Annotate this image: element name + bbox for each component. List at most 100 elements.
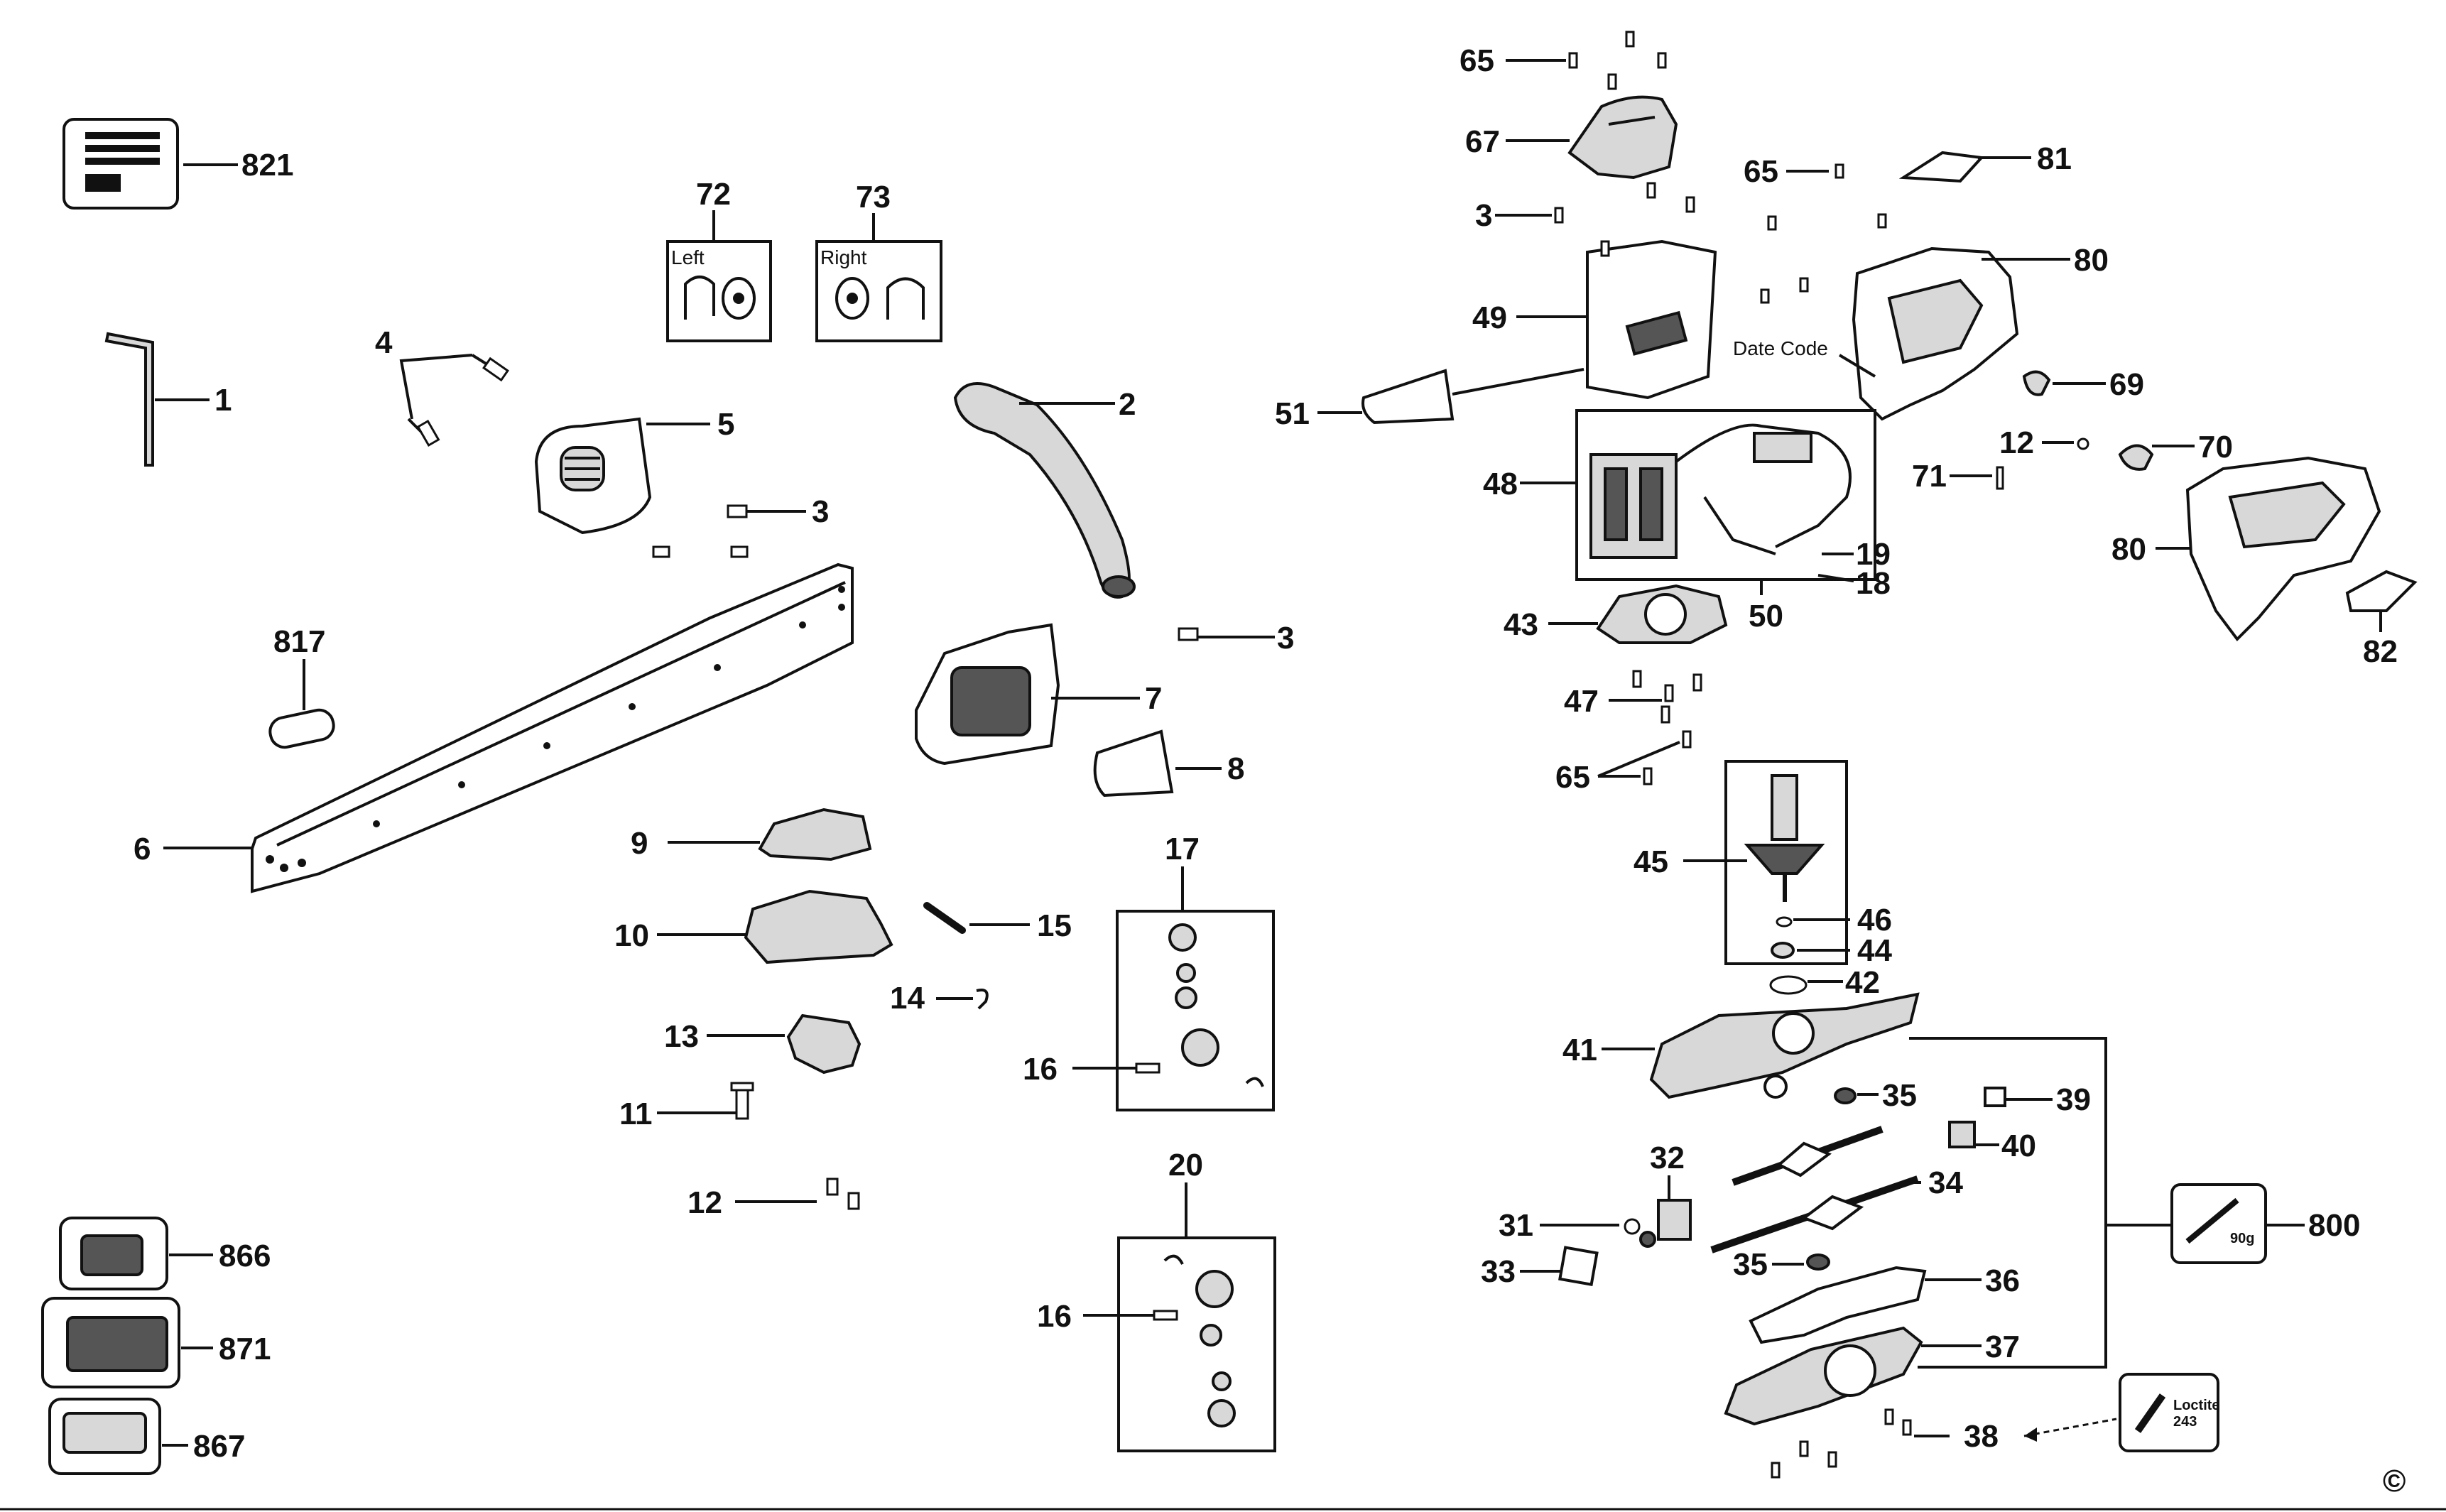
label-48: 48 (1483, 467, 1518, 501)
part-866-battery: 866 (59, 1217, 271, 1290)
part-72-bracket-left: 72 Left (666, 177, 772, 342)
label-18: 18 (1856, 566, 1891, 601)
part-12-screw-b: 12 (1999, 425, 2089, 460)
label-65-b: 65 (1744, 154, 1778, 189)
part-31-washers: 31 (1499, 1208, 1656, 1248)
label-871: 871 (219, 1332, 271, 1366)
part-7-battery-cover: 7 (915, 623, 1162, 766)
label-31: 31 (1499, 1208, 1533, 1243)
part-39-pad: 39 (1984, 1082, 2091, 1117)
label-42: 42 (1845, 965, 1880, 1000)
part-71-spring: 71 (1912, 459, 2004, 494)
label-67: 67 (1465, 124, 1500, 159)
part-35-bushing-a: 35 (1834, 1078, 1917, 1113)
part-80-housing-half-a: 80 Date Code (1733, 243, 2109, 421)
part-13-block: 13 (664, 1013, 861, 1075)
bracket-right-text: Right (820, 246, 867, 268)
part-3-screw-c: 3 (1475, 182, 1695, 233)
label-800: 800 (2308, 1208, 2360, 1243)
part-73-bracket-right: 73 Right (815, 180, 942, 342)
copyright-symbol: © (2383, 1464, 2406, 1499)
label-35-b: 35 (1733, 1247, 1768, 1282)
part-51-label: 51 (1275, 368, 1585, 431)
label-81: 81 (2037, 141, 2072, 176)
part-14-clip: 14 (890, 981, 989, 1016)
part-5-gear-cover: 5 (534, 407, 749, 558)
bracket-left-text: Left (671, 246, 705, 268)
label-36: 36 (1985, 1263, 2020, 1298)
label-13: 13 (664, 1019, 699, 1054)
part-867-battery: 867 (48, 1398, 245, 1475)
part-1-hex-key: 1 (104, 332, 232, 467)
part-817-label: 817 (268, 624, 335, 749)
label-33: 33 (1481, 1254, 1516, 1289)
label-19: 19 (1856, 537, 1891, 572)
part-37-base-plate: 37 (1724, 1326, 2020, 1426)
label-47: 47 (1564, 684, 1599, 719)
part-32-block: 32 (1650, 1141, 1692, 1241)
part-8-label: 8 (1093, 729, 1244, 798)
label-72: 72 (696, 177, 731, 212)
label-867: 867 (193, 1429, 245, 1464)
label-2: 2 (1119, 387, 1136, 422)
label-866: 866 (219, 1239, 271, 1273)
label-35-a: 35 (1882, 1078, 1917, 1113)
part-35-bushing-b: 35 (1733, 1247, 1830, 1282)
label-39: 39 (2056, 1082, 2091, 1117)
part-10-blade-guide: 10 (614, 889, 893, 964)
part-4-bolts: 4 (375, 325, 509, 447)
part-65-screws-low: 65 (1555, 730, 1692, 795)
label-817: 817 (273, 624, 325, 659)
part-9-clamp: 9 (631, 807, 872, 861)
label-46: 46 (1857, 903, 1892, 937)
label-16-a: 16 (1023, 1052, 1058, 1087)
label-71: 71 (1912, 459, 1947, 494)
part-40-block: 40 (1948, 1121, 2036, 1163)
part-34-drive-rods: 34 (1710, 1126, 1963, 1253)
label-73: 73 (856, 180, 891, 214)
label-80-b: 80 (2111, 532, 2146, 567)
label-69: 69 (2109, 367, 2144, 402)
part-3-screw-b: 3 (1178, 621, 1294, 656)
label-7: 7 (1145, 681, 1162, 716)
label-65-a: 65 (1460, 43, 1494, 78)
label-38: 38 (1964, 1419, 1999, 1454)
part-80-housing-half-b: 80 (2111, 456, 2381, 642)
part-69-clip: 69 (2022, 367, 2144, 402)
label-6: 6 (134, 832, 151, 866)
label-12-b: 12 (1999, 425, 2034, 460)
part-82-label: 82 (2345, 570, 2418, 669)
label-49: 49 (1472, 300, 1507, 335)
label-9: 9 (631, 826, 648, 861)
label-45: 45 (1634, 844, 1668, 879)
part-65-screws-mid: 65 (1744, 154, 1887, 304)
label-10: 10 (614, 918, 649, 953)
label-1: 1 (214, 383, 232, 418)
part-871-charger: 871 (41, 1297, 271, 1388)
part-20-kit: 20 16 (1037, 1148, 1276, 1452)
label-40: 40 (2001, 1128, 2036, 1163)
label-44: 44 (1857, 933, 1892, 968)
part-12-screws-a: 12 (687, 1177, 860, 1220)
part-3-screw-a: 3 (727, 494, 829, 529)
part-11-bolt: 11 (619, 1082, 754, 1131)
label-43: 43 (1504, 607, 1538, 642)
loctite-text: Loctite (2173, 1398, 2220, 1413)
label-50: 50 (1749, 599, 1783, 633)
label-20: 20 (1168, 1148, 1203, 1182)
part-33-gasket: 33 (1481, 1246, 1599, 1289)
label-3-b: 3 (1277, 621, 1294, 656)
part-65-screws-top: 65 (1460, 31, 1667, 90)
label-821: 821 (241, 148, 293, 183)
loctite-number: 243 (2173, 1414, 2197, 1430)
part-17-kit: 17 16 (1023, 832, 1275, 1111)
label-3-a: 3 (812, 494, 829, 529)
part-821-manual: 821 (62, 118, 293, 210)
part-45-motor: 45 46 44 (1634, 760, 1892, 968)
label-34: 34 (1928, 1165, 1963, 1200)
date-code-label: Date Code (1733, 337, 1828, 359)
part-43-motor-mount: 43 (1504, 584, 1728, 644)
label-14: 14 (890, 981, 925, 1016)
label-51: 51 (1275, 396, 1310, 431)
